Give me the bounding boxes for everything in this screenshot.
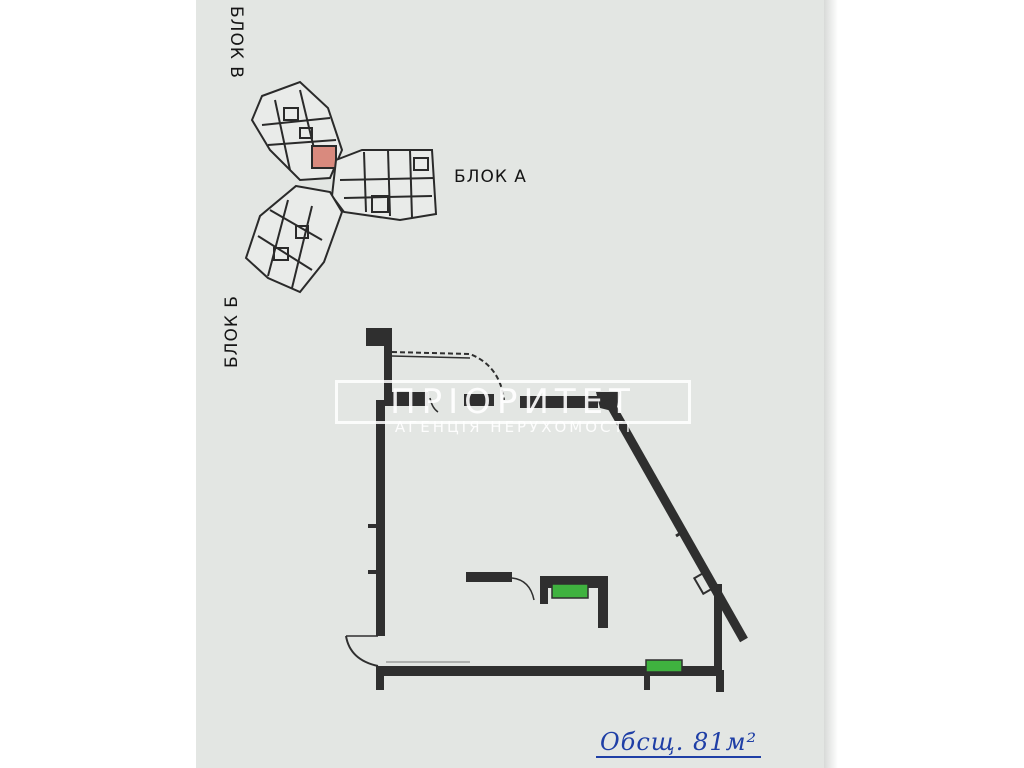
key-plan xyxy=(244,80,438,294)
door-swing-entry xyxy=(345,635,379,667)
wall-stub xyxy=(376,676,384,690)
wall-stub xyxy=(644,676,650,690)
wall-tick xyxy=(675,528,687,538)
door-arc-small xyxy=(429,397,439,413)
wall-bottom xyxy=(376,666,722,676)
fixture-green-upper xyxy=(551,583,589,599)
handwritten-area-note: Обсщ. 81м² xyxy=(596,728,762,758)
wall-tick xyxy=(368,570,378,574)
wall-stub xyxy=(716,670,724,692)
wall-tick xyxy=(368,524,378,528)
highlight-unit xyxy=(311,145,337,169)
wall-top-mid xyxy=(464,394,494,406)
door-swing-upper xyxy=(391,351,505,401)
watermark-subtitle: АГЕНЦІЯ НЕРУХОМОСТІ xyxy=(394,418,634,436)
column xyxy=(692,570,716,596)
partition xyxy=(466,572,512,582)
label-block-a: БЛОК А xyxy=(454,167,527,187)
door-leaf-upper xyxy=(391,355,471,359)
column xyxy=(373,333,385,345)
block-v-outline xyxy=(250,80,344,182)
label-block-v: БЛОК В xyxy=(226,6,246,79)
page-edge-shadow xyxy=(824,0,1024,768)
unit-plan xyxy=(345,328,748,692)
wall-top-right xyxy=(520,396,598,408)
wall-top-left xyxy=(384,392,428,406)
wall-diagonal xyxy=(604,397,748,643)
wall-right xyxy=(714,584,722,674)
block-a-outline xyxy=(330,149,438,222)
fixture-green-lower xyxy=(645,659,683,673)
wall-left xyxy=(376,400,385,636)
label-block-b: БЛОК Б xyxy=(222,295,242,368)
watermark-title: ПРІОРИТЕТ xyxy=(335,380,691,424)
door-swing-inner xyxy=(511,577,535,601)
block-b-outline xyxy=(244,184,344,294)
